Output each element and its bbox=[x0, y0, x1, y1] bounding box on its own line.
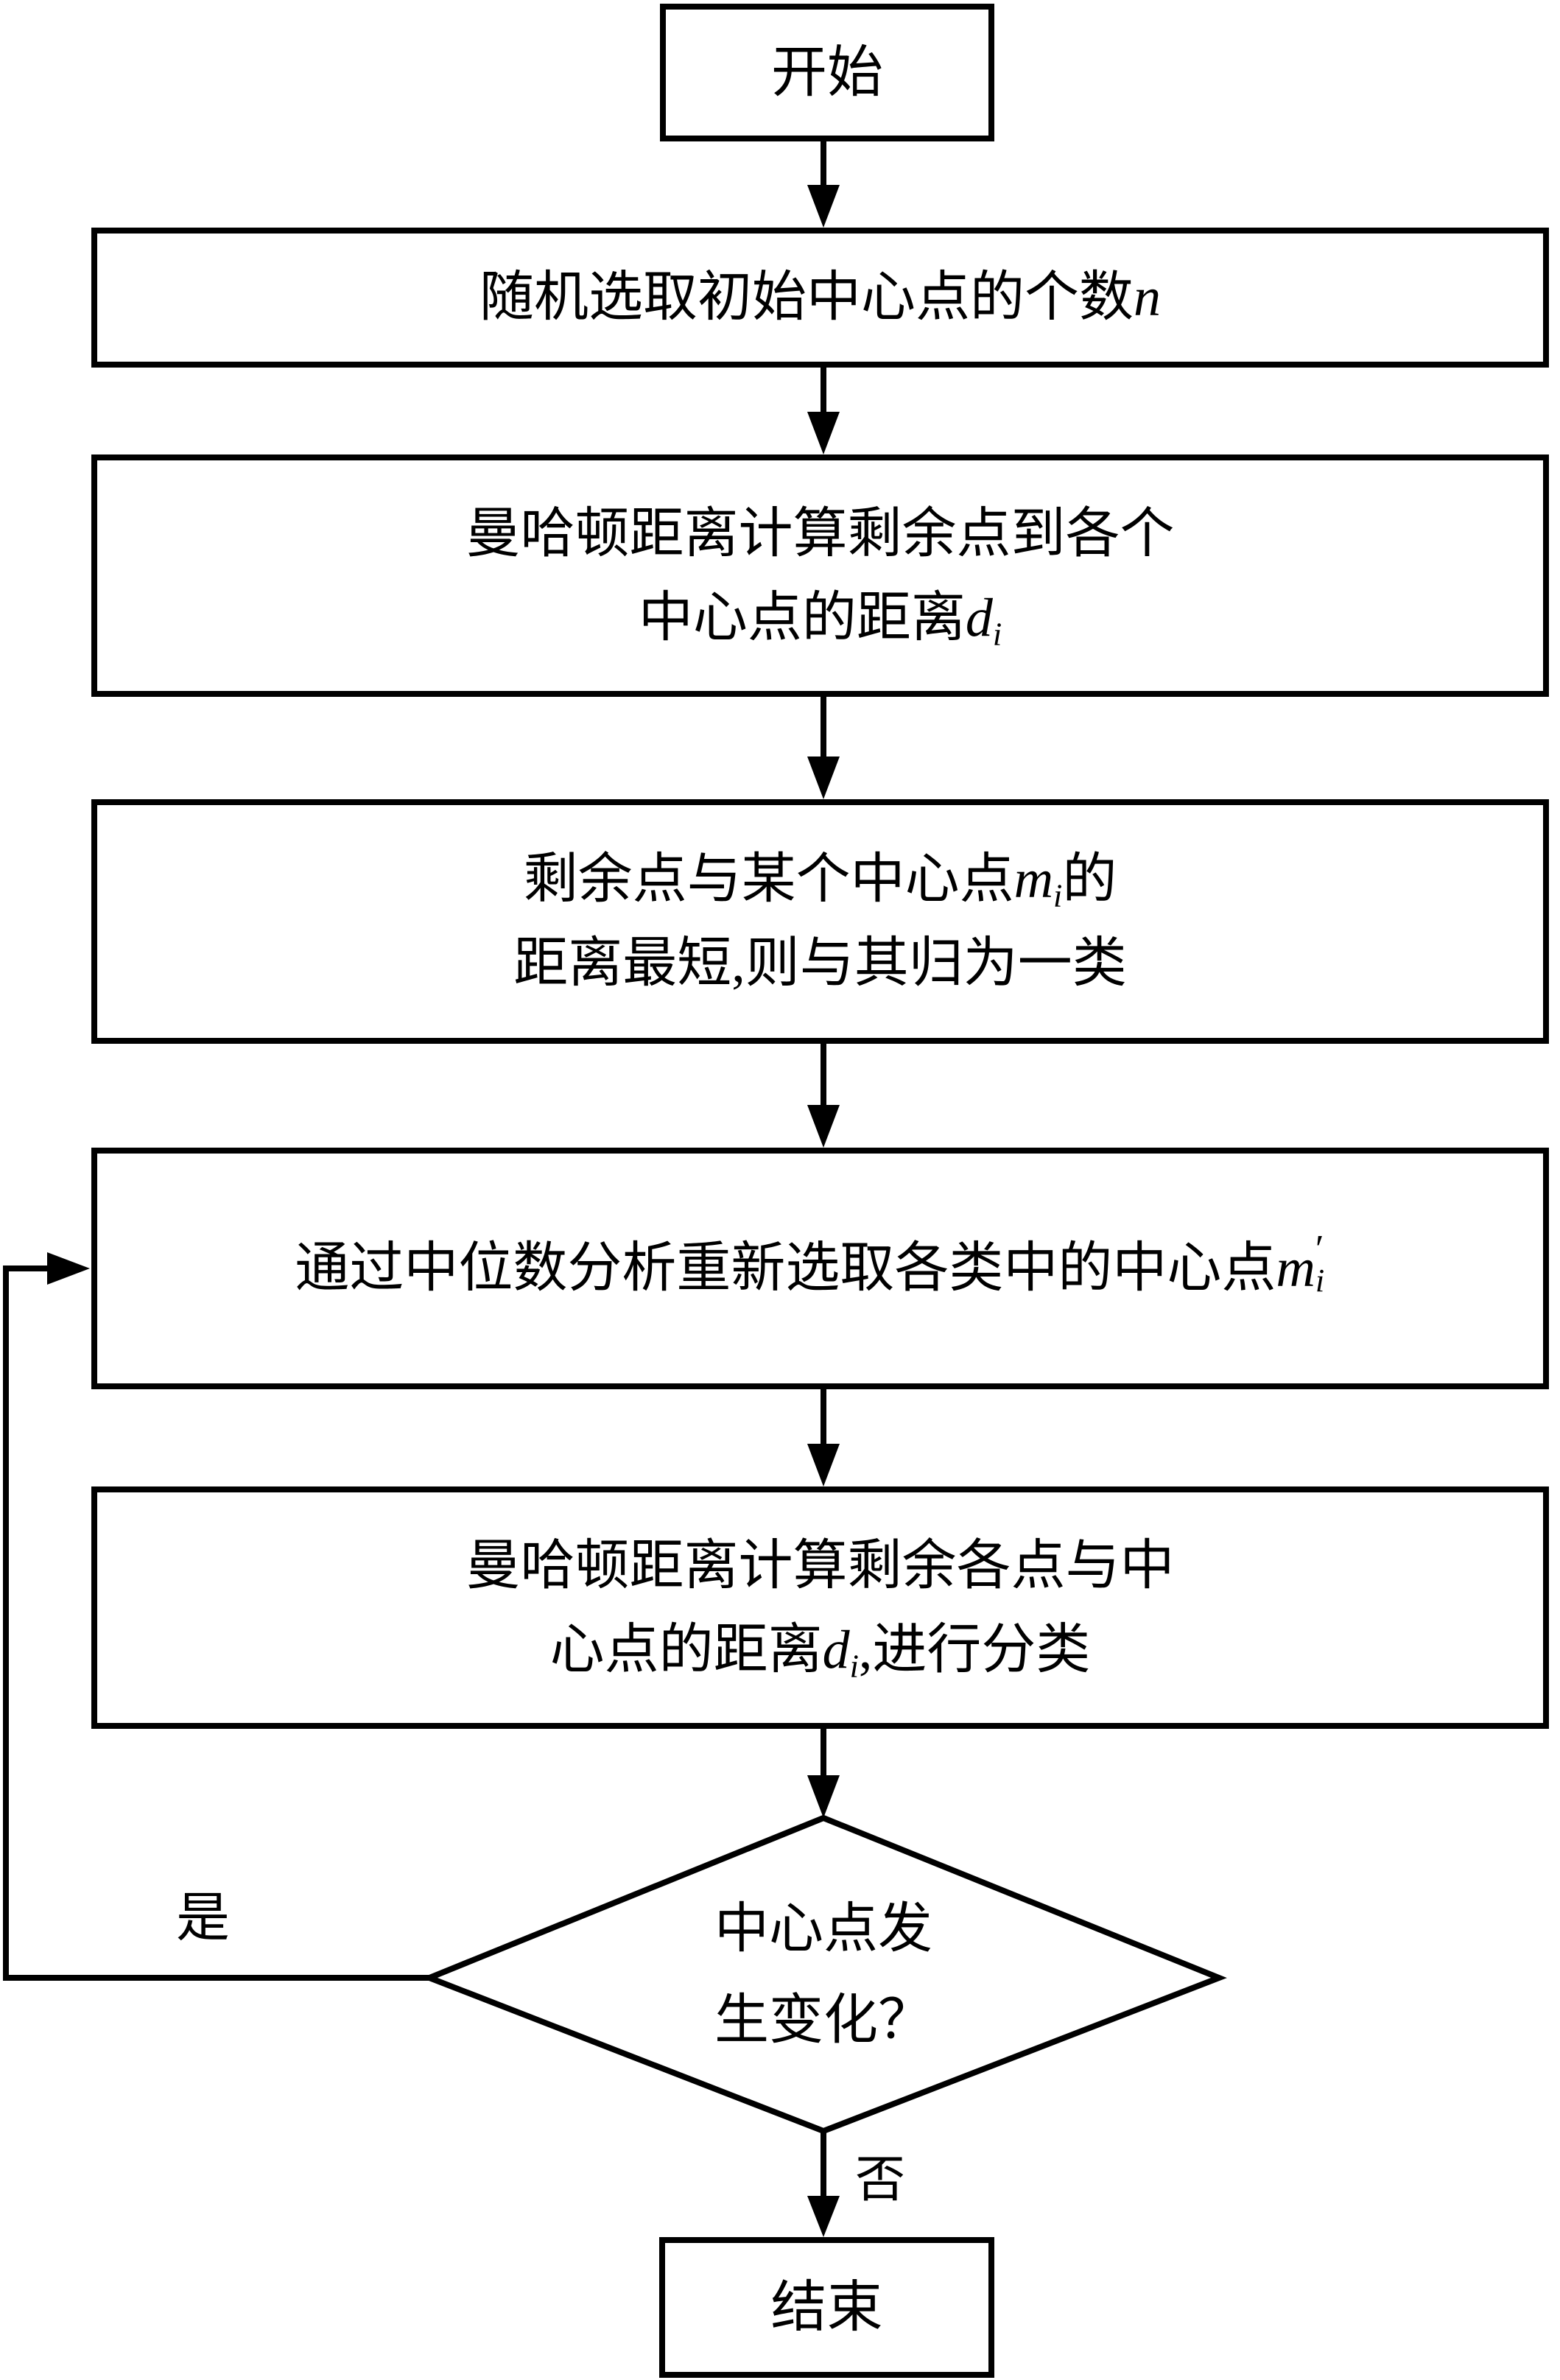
arrowhead-yes-loop bbox=[47, 1252, 90, 1285]
node-reclassify: 曼哈顿距离计算剩余各点与中 心点的距离di,进行分类 bbox=[91, 1486, 1549, 1729]
node-assign-line1-text: 剩余点与某个中心点 bbox=[523, 849, 1014, 910]
node-reclassify-line2-text: 心点的距离 bbox=[549, 1619, 823, 1680]
node-assign-line1-tail: 的 bbox=[1062, 849, 1117, 910]
node-reselect-text: 通过中位数分析重新选取各类中的中心点 bbox=[295, 1238, 1276, 1299]
arrowhead-init-calc bbox=[807, 412, 840, 454]
node-decision-centers-changed: 中心点发 生变化？ bbox=[429, 1818, 1218, 2131]
node-calc-distance: 曼哈顿距离计算剩余点到各个 中心点的距离di bbox=[91, 454, 1549, 697]
node-reselect-var-m: m bbox=[1276, 1238, 1315, 1299]
node-reselect-centers: 通过中位数分析重新选取各类中的中心点m′i bbox=[91, 1148, 1549, 1389]
node-reclassify-line1-text: 曼哈顿距离计算剩余各点与中 bbox=[465, 1535, 1175, 1596]
node-reselect-sub-i: i bbox=[1315, 1261, 1325, 1299]
arrowhead-start-init bbox=[807, 185, 840, 228]
node-reclassify-sub-i: i bbox=[849, 1646, 859, 1684]
node-end-label: 结束 bbox=[770, 2276, 883, 2339]
node-end: 结束 bbox=[659, 2237, 994, 2378]
node-assign-sub-i: i bbox=[1053, 877, 1063, 914]
node-reselect-line: 通过中位数分析重新选取各类中的中心点m′i bbox=[295, 1226, 1345, 1310]
node-decision-line2: 生变化？ bbox=[714, 1990, 932, 2051]
edge-label-yes: 是 bbox=[176, 1888, 230, 1948]
node-decision-line1: 中心点发 bbox=[714, 1898, 932, 1959]
node-assign-line1: 剩余点与某个中心点mi的 bbox=[524, 838, 1117, 922]
connector-yes-loop bbox=[3, 1266, 429, 1981]
node-init-line: 随机选取初始中心点的个数n bbox=[479, 256, 1161, 340]
node-calc-line2: 中心点的距离di bbox=[639, 576, 1002, 660]
node-assign-line2: 距离最短,则与其归为一类 bbox=[513, 922, 1127, 1005]
edge-label-no: 否 bbox=[855, 2152, 906, 2208]
node-reselect-prime-sub: ′i bbox=[1315, 1229, 1346, 1299]
node-start: 开始 bbox=[660, 4, 994, 141]
node-reclassify-line1: 曼哈顿距离计算剩余各点与中 bbox=[466, 1524, 1175, 1608]
node-calc-sub-i: i bbox=[992, 614, 1002, 652]
arrowhead-reselect-reclassify bbox=[807, 1444, 840, 1486]
node-init-text: 随机选取初始中心点的个数 bbox=[479, 267, 1134, 328]
node-calc-var-d: d bbox=[965, 587, 993, 648]
node-start-label: 开始 bbox=[771, 41, 883, 104]
arrowhead-reclassify-decision bbox=[807, 1775, 840, 1818]
node-assign-line2-text: 距离最短,则与其归为一类 bbox=[513, 933, 1127, 994]
node-calc-line1-text: 曼哈顿距离计算剩余点到各个 bbox=[465, 503, 1175, 564]
node-calc-line2-text: 中心点的距离 bbox=[638, 587, 966, 648]
node-assign-var-m: m bbox=[1013, 849, 1054, 910]
node-reclassify-line2: 心点的距离di,进行分类 bbox=[550, 1608, 1091, 1692]
node-init-centers: 随机选取初始中心点的个数n bbox=[91, 228, 1549, 368]
node-reselect-prime: ′ bbox=[1315, 1227, 1324, 1271]
node-assign-cluster: 剩余点与某个中心点mi的 距离最短,则与其归为一类 bbox=[91, 799, 1549, 1044]
arrowhead-assign-reselect bbox=[807, 1105, 840, 1148]
node-reclassify-var-d: d bbox=[822, 1619, 850, 1680]
arrowhead-decision-end bbox=[807, 2196, 840, 2237]
node-init-var-n: n bbox=[1134, 267, 1161, 328]
arrowhead-calc-assign bbox=[807, 757, 840, 799]
node-reclassify-line2-tail: ,进行分类 bbox=[858, 1619, 1091, 1680]
node-calc-line1: 曼哈顿距离计算剩余点到各个 bbox=[466, 492, 1175, 576]
